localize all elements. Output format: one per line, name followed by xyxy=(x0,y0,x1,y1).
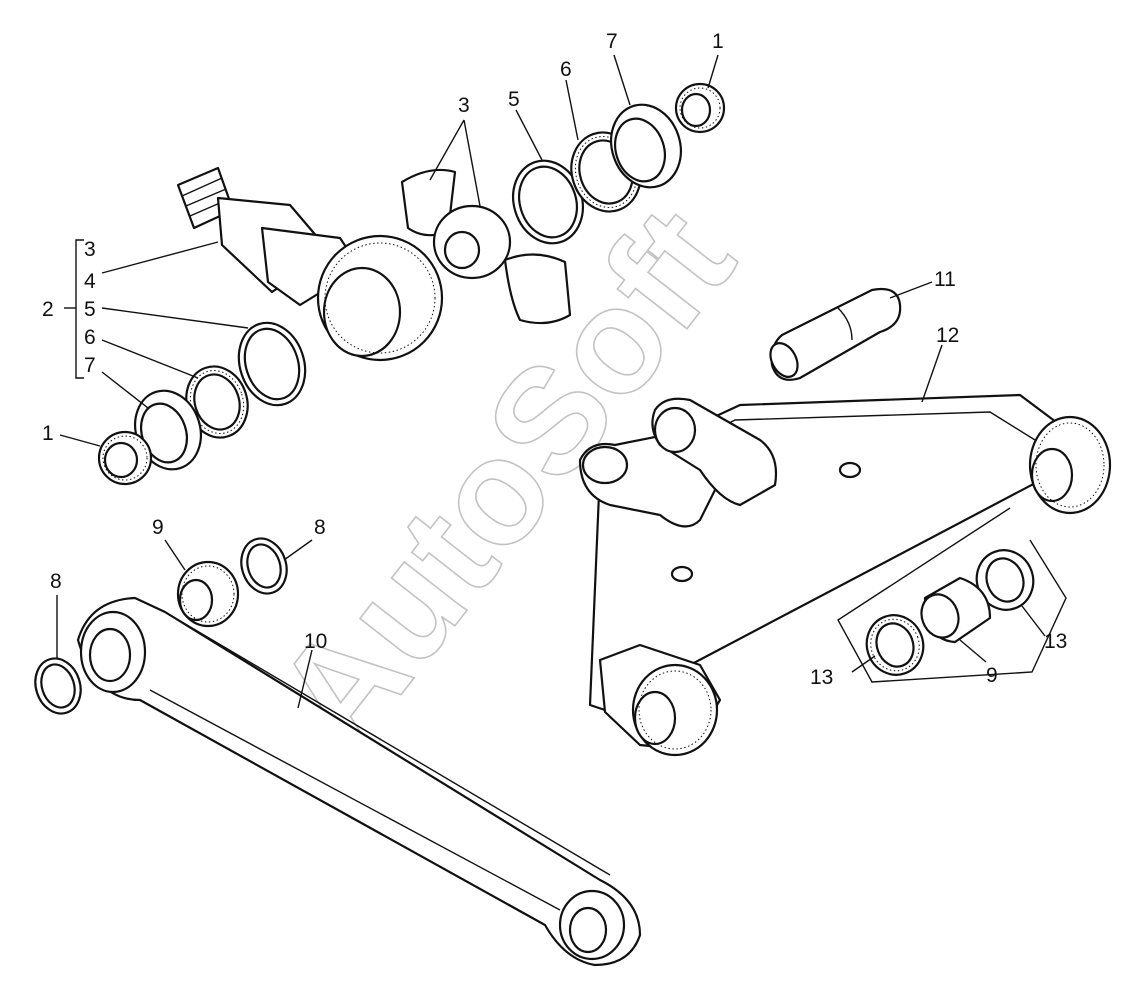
callout-2: 2 xyxy=(42,298,54,321)
callout-12: 12 xyxy=(936,324,959,347)
callout-13-left: 13 xyxy=(810,666,833,689)
ring-set-lower xyxy=(97,321,307,486)
ball-stud xyxy=(176,166,444,362)
callout-5-top: 5 xyxy=(508,88,520,111)
callout-labels: 1 7 6 5 3 2 3 4 5 6 7 1 11 12 9 8 8 10 1… xyxy=(42,30,1067,689)
callout-9-right: 9 xyxy=(986,664,998,687)
callout-7-top: 7 xyxy=(606,30,618,53)
callout-8-left: 8 xyxy=(50,570,62,593)
callout-2-3: 3 xyxy=(84,238,96,261)
callout-3-top: 3 xyxy=(458,94,470,117)
callout-2-5: 5 xyxy=(84,298,96,321)
callout-1-top: 1 xyxy=(712,30,724,53)
callout-8-right: 8 xyxy=(314,516,326,539)
leader-lines xyxy=(56,54,1067,709)
callout-1-left: 1 xyxy=(42,422,54,445)
callout-6-top: 6 xyxy=(560,58,572,81)
callout-2-7: 7 xyxy=(84,354,96,377)
bearing-set-left xyxy=(34,537,288,715)
ring-set-upper xyxy=(512,82,726,245)
callout-2-6: 6 xyxy=(84,326,96,349)
pin xyxy=(769,287,902,381)
bracket xyxy=(578,393,1112,757)
callout-10: 10 xyxy=(304,630,327,653)
bearing-set-right xyxy=(865,549,1035,676)
callout-13-right: 13 xyxy=(1044,630,1067,653)
link-rod xyxy=(76,596,642,967)
ball-liners xyxy=(400,168,572,325)
callout-9-left: 9 xyxy=(152,516,164,539)
callout-11: 11 xyxy=(934,268,956,291)
callout-2-4: 4 xyxy=(84,270,96,293)
